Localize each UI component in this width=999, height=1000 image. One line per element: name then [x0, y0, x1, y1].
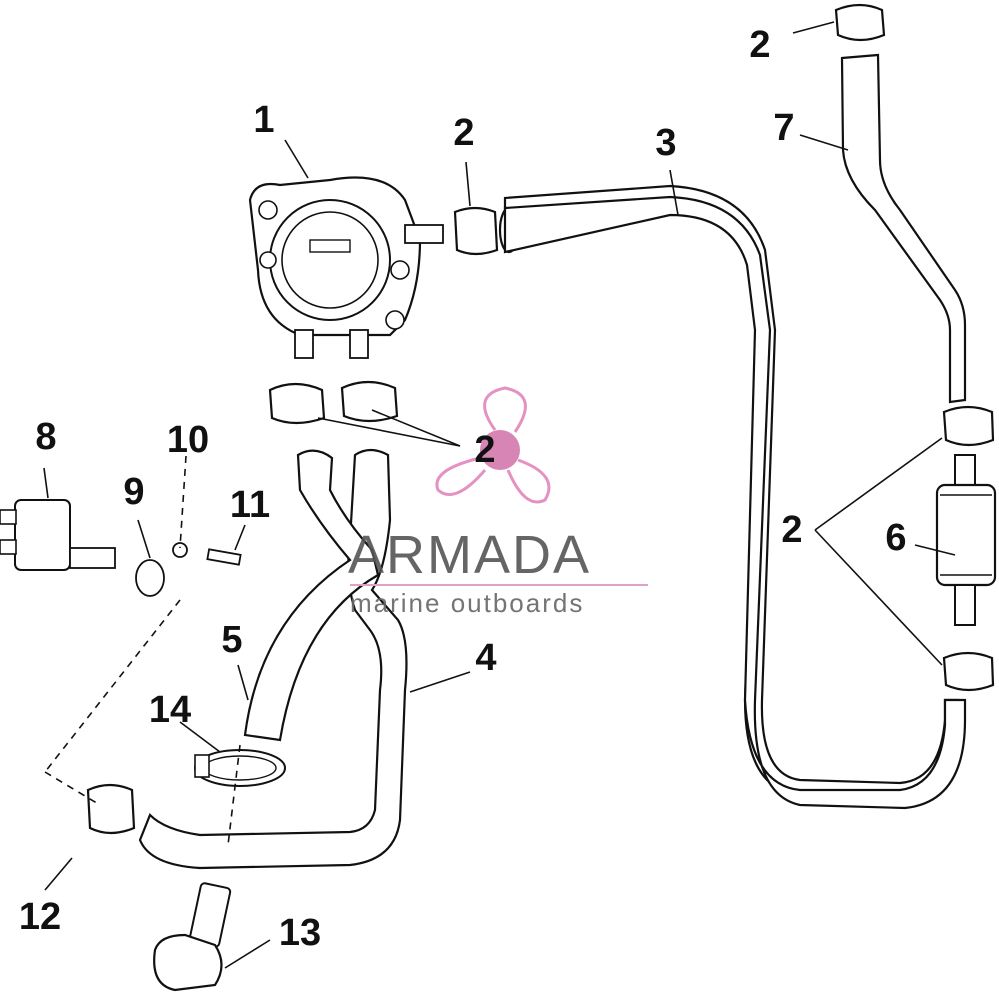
hose-7[interactable]	[840, 53, 967, 404]
clamp-pump-outlet[interactable]	[453, 206, 499, 256]
callout-8[interactable]: 8	[35, 416, 57, 458]
leader-lines	[43, 21, 956, 969]
callout-2-pump-outlet[interactable]: 2	[453, 112, 475, 154]
dashed-assembly-lines	[44, 455, 241, 846]
hose-3[interactable]	[498, 184, 967, 810]
watermark-title: ARMADA	[348, 525, 592, 585]
fuel-pump-1[interactable]	[248, 176, 444, 359]
clamp-filter-bottom[interactable]	[942, 651, 995, 692]
callout-6[interactable]: 6	[885, 517, 907, 559]
clamp-12[interactable]	[86, 783, 136, 835]
clamp-top-right[interactable]	[834, 3, 886, 42]
callout-9[interactable]: 9	[123, 471, 145, 513]
clamp-pump-inlet-a[interactable]	[268, 382, 326, 425]
watermark-propeller-logo	[435, 386, 551, 504]
hose-clip-14[interactable]	[194, 749, 286, 787]
fuel-filter-6[interactable]	[935, 454, 997, 626]
elbow-fitting-13[interactable]	[153, 882, 232, 992]
callout-12[interactable]: 12	[18, 896, 62, 938]
watermark-subtitle: marine outboards	[350, 588, 585, 618]
clamp-pump-inlet-b[interactable]	[340, 380, 399, 423]
nut-10[interactable]	[172, 542, 188, 558]
callout-1[interactable]: 1	[253, 99, 275, 141]
callout-2-filter[interactable]: 2	[781, 509, 803, 551]
callout-2-top-right[interactable]: 2	[749, 24, 771, 66]
seal-washer-9[interactable]	[135, 559, 165, 597]
hose-5[interactable]	[243, 449, 380, 742]
watermark-divider	[350, 584, 648, 586]
callout-10[interactable]: 10	[166, 419, 210, 461]
hose-4[interactable]	[138, 448, 408, 870]
callout-2-pump-inlet[interactable]: 2	[474, 429, 496, 471]
screw-11[interactable]	[206, 548, 242, 566]
callout-14[interactable]: 14	[148, 689, 192, 731]
callout-3[interactable]: 3	[655, 122, 677, 164]
primer-solenoid-8[interactable]	[0, 499, 116, 571]
callout-4[interactable]: 4	[475, 637, 497, 679]
clamp-filter-top[interactable]	[942, 405, 995, 447]
callout-5[interactable]: 5	[221, 619, 243, 661]
callout-13[interactable]: 13	[278, 912, 322, 954]
callout-11[interactable]: 11	[229, 484, 271, 526]
callout-7[interactable]: 7	[773, 107, 795, 149]
